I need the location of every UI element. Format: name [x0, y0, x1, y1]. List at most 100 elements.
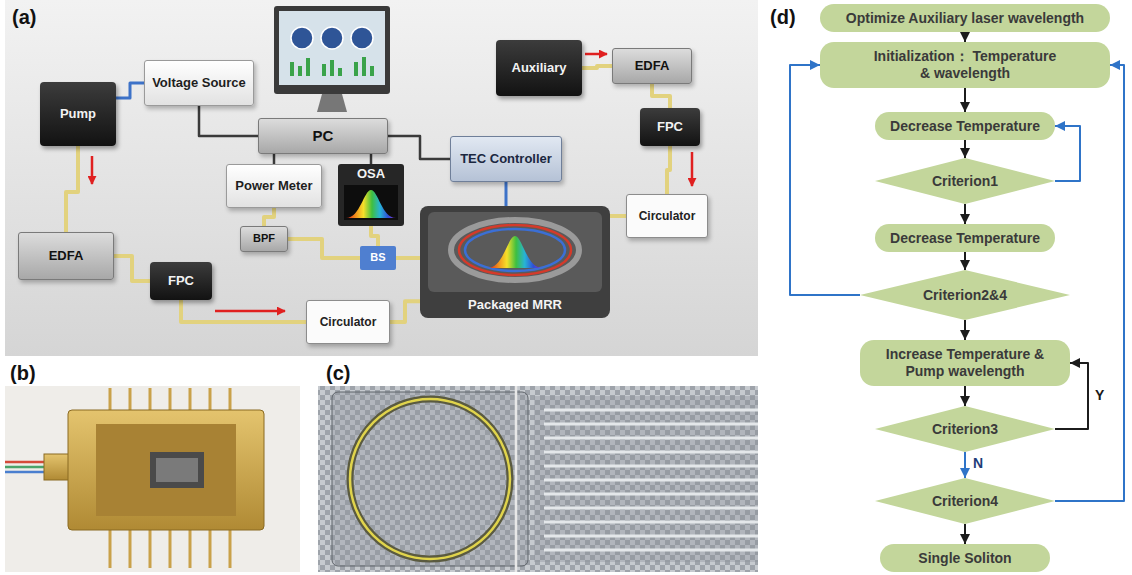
node-label: Decrease Temperature — [890, 118, 1040, 135]
optical-fiber — [652, 84, 670, 108]
electric-cable — [505, 182, 508, 206]
process-box: Decrease Temperature — [875, 224, 1055, 252]
optical-fiber — [371, 226, 378, 246]
edfa-box: EDFA — [612, 48, 692, 84]
process-box: Decrease Temperature — [875, 112, 1055, 140]
node-label: Criterion3 — [932, 421, 998, 438]
edge-label: N — [972, 456, 984, 471]
electric-cable — [116, 83, 144, 98]
node-label: Optimize Auxiliary laser wavelength — [846, 10, 1084, 27]
mrr-package — [420, 206, 610, 318]
fpc-box: FPC — [150, 262, 212, 300]
panel-background — [5, 0, 758, 356]
auxiliary-laser: Auxiliary — [496, 40, 582, 96]
butterfly-package — [68, 410, 264, 530]
decision-diamond: Criterion3 — [875, 406, 1055, 452]
micrograph-background — [318, 386, 758, 572]
node-label: TEC Controller — [460, 151, 552, 167]
mrr-top-face — [428, 212, 602, 292]
bpf-box: BPF — [240, 226, 288, 252]
panel-label: (a) — [12, 6, 36, 28]
chip-top — [156, 458, 198, 482]
process-box: Increase Temperature & Pump wavelength — [860, 340, 1070, 386]
diamond-shape — [860, 270, 1070, 320]
node-label: Initialization： Temperature & wavelength — [873, 48, 1057, 82]
node-label: Single Soliton — [918, 550, 1011, 567]
node-label: PC — [313, 127, 334, 145]
node-label: Auxiliary — [512, 60, 567, 76]
light-direction-arrow — [91, 156, 94, 184]
node-label: Increase Temperature & Pump wavelength — [868, 346, 1062, 380]
light-direction-arrow — [215, 310, 285, 313]
packaged-mrr: Packaged MRR — [420, 206, 610, 318]
decision-diamond: Criterion2&4 — [860, 270, 1070, 320]
node-label: FPC — [168, 273, 194, 289]
edfa-box: EDFA — [18, 232, 114, 280]
flow-arrow — [964, 524, 966, 544]
osa-box: OSA — [338, 164, 404, 226]
optical-fiber — [114, 256, 150, 281]
node-label: EDFA — [635, 58, 670, 74]
screen-gauge — [321, 27, 343, 49]
screen-bars — [292, 57, 372, 76]
voltage-source: Voltage Source — [144, 60, 254, 106]
power-meter: Power Meter — [226, 164, 322, 208]
monitor-stand — [317, 94, 347, 112]
circulator-box: Circulator — [626, 194, 708, 238]
pc-box: PC — [258, 118, 388, 154]
bus-waveguide — [515, 386, 518, 572]
tec-controller: TEC Controller — [450, 136, 562, 182]
data-cable — [273, 154, 276, 164]
ring-light-red — [459, 225, 571, 275]
optical-fiber — [610, 214, 626, 218]
node-label: FPC — [657, 119, 683, 135]
data-cable — [370, 154, 373, 164]
node-label: Voltage Source — [152, 75, 246, 91]
node-label: OSA — [357, 166, 385, 182]
node-label: Criterion2&4 — [923, 287, 1007, 304]
ring-light-blue — [465, 229, 565, 271]
node-label: Power Meter — [235, 178, 312, 194]
flow-arrow — [964, 32, 966, 42]
osa-body — [338, 164, 404, 226]
terminal-box: Single Soliton — [880, 544, 1050, 572]
edge-label: Y — [1094, 388, 1105, 403]
node-label: BPF — [253, 232, 275, 245]
package-cavity — [96, 424, 236, 516]
photo-background — [5, 386, 300, 572]
screen-gauge — [291, 27, 313, 49]
node-label: Criterion1 — [932, 173, 998, 190]
feedback-arrow — [790, 65, 860, 295]
data-cable — [199, 106, 258, 136]
chip — [150, 452, 204, 488]
optical-fiber — [264, 208, 274, 226]
node-label: Criterion4 — [932, 493, 998, 510]
diamond-shape — [875, 406, 1055, 452]
decision-diamond: Criterion4 — [875, 478, 1055, 524]
circulator-box: Circulator — [306, 300, 390, 344]
process-box: Optimize Auxiliary laser wavelength — [820, 4, 1110, 32]
node-label: Circulator — [320, 315, 377, 329]
flow-arrow — [964, 204, 966, 224]
waveguide-region — [534, 396, 758, 562]
node-label: Decrease Temperature — [890, 230, 1040, 247]
waveguide-array — [544, 410, 758, 550]
ring-resonator — [451, 220, 579, 280]
ring-shadow — [350, 399, 510, 559]
decision-diamond: Criterion1 — [875, 158, 1055, 204]
optical-fiber — [390, 301, 420, 322]
feedback-arrow — [964, 452, 966, 478]
process-box: Initialization： Temperature & wavelength — [820, 42, 1110, 88]
osa-screen — [344, 185, 398, 220]
micro-ring — [350, 399, 510, 559]
diamond-shape — [875, 478, 1055, 524]
optical-fiber — [396, 256, 420, 260]
node-label: BS — [370, 251, 385, 264]
node-label: Circulator — [639, 209, 696, 223]
light-direction-arrow — [585, 53, 607, 56]
panel-label: (b) — [10, 362, 36, 384]
spectrum-curve — [488, 236, 542, 268]
screen-gauge — [351, 27, 373, 49]
flow-arrow — [964, 140, 966, 158]
fpc-box: FPC — [640, 108, 700, 146]
